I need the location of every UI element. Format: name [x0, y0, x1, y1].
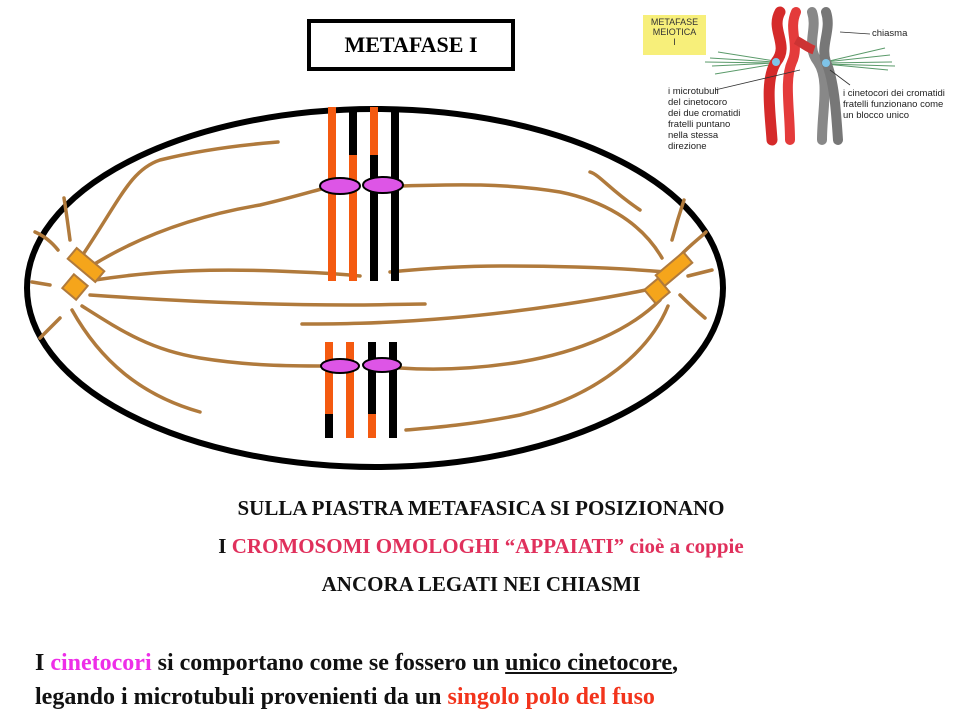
note-line: un blocco unico — [843, 110, 910, 121]
chromatid — [346, 342, 354, 438]
note-line: i microtubuli — [668, 86, 719, 97]
kinetochore — [362, 357, 402, 373]
chromatid — [349, 107, 357, 155]
text-segment: si comportano come se fossero un — [151, 650, 506, 676]
chromatid — [370, 155, 378, 281]
kinetochore — [319, 177, 361, 195]
note-line: i cinetocori dei cromatidi — [843, 88, 945, 99]
caption-line-3: ANCORA LEGATI NEI CHIASMI — [321, 572, 641, 596]
bottom-text-line-2: legando i microtubuli provenienti da un … — [35, 684, 955, 711]
text-segment: , — [672, 650, 679, 676]
spindle-fibers — [30, 140, 714, 432]
inset-chromosome-illustration — [704, 6, 896, 146]
chromatid — [368, 414, 376, 438]
lower-bivalent — [320, 342, 402, 438]
kinetochore — [320, 358, 360, 374]
chromatid — [325, 342, 333, 414]
note-line: direzione — [668, 141, 707, 152]
caption-line-1: SULLA PIASTRA METAFASICA SI POSIZIONANO — [237, 496, 725, 520]
singolo-polo-highlight: singolo polo del fuso — [447, 684, 655, 710]
kinetochore — [362, 176, 404, 194]
note-line: del cinetocoro — [668, 97, 728, 108]
chromatid — [325, 414, 333, 438]
caption-highlight: CROMOSOMI OMOLOGHI “APPAIATI” cioè a cop… — [231, 534, 744, 558]
text-segment: legando i microtubuli provenienti da un — [35, 684, 448, 710]
note-line: nella stessa — [668, 130, 719, 141]
chromatid — [349, 155, 357, 281]
inset-right-note: i cinetocori dei cromatidi fratelli funz… — [843, 88, 962, 121]
page-title: METAFASE I — [307, 19, 515, 71]
inset-tag-line: METAFASE — [650, 17, 699, 27]
note-line: fratelli funzionano come — [843, 99, 944, 110]
chiasma-label: chiasma — [872, 28, 908, 39]
caption-prefix: I — [218, 534, 232, 558]
chromatid — [370, 107, 378, 155]
chromatid — [391, 107, 399, 281]
note-line: dei due cromatidi — [668, 108, 741, 119]
bottom-text-line-1: I cinetocori si comportano come se fosse… — [35, 650, 955, 677]
chromatid — [389, 342, 397, 438]
inset-left-note: i microtubuli del cinetocoro dei due cro… — [668, 86, 740, 152]
unico-cinetocore-underline: unico cinetocore — [505, 650, 673, 676]
note-line: fratelli puntano — [668, 119, 731, 130]
inset-tag-line: I — [673, 37, 676, 47]
cinetocori-highlight: cinetocori — [50, 650, 152, 676]
text-segment: I — [35, 650, 51, 676]
upper-bivalent — [319, 107, 404, 281]
inset-tag: METAFASE MEIOTICA I — [643, 15, 706, 55]
caption-line-2: I CROMOSOMI OMOLOGHI “APPAIATI” cioè a c… — [0, 534, 962, 559]
left-centrosome — [60, 246, 106, 302]
right-centrosome — [642, 250, 694, 306]
inset-tag-line: MEIOTICA — [652, 27, 697, 37]
chromatid — [368, 342, 376, 414]
